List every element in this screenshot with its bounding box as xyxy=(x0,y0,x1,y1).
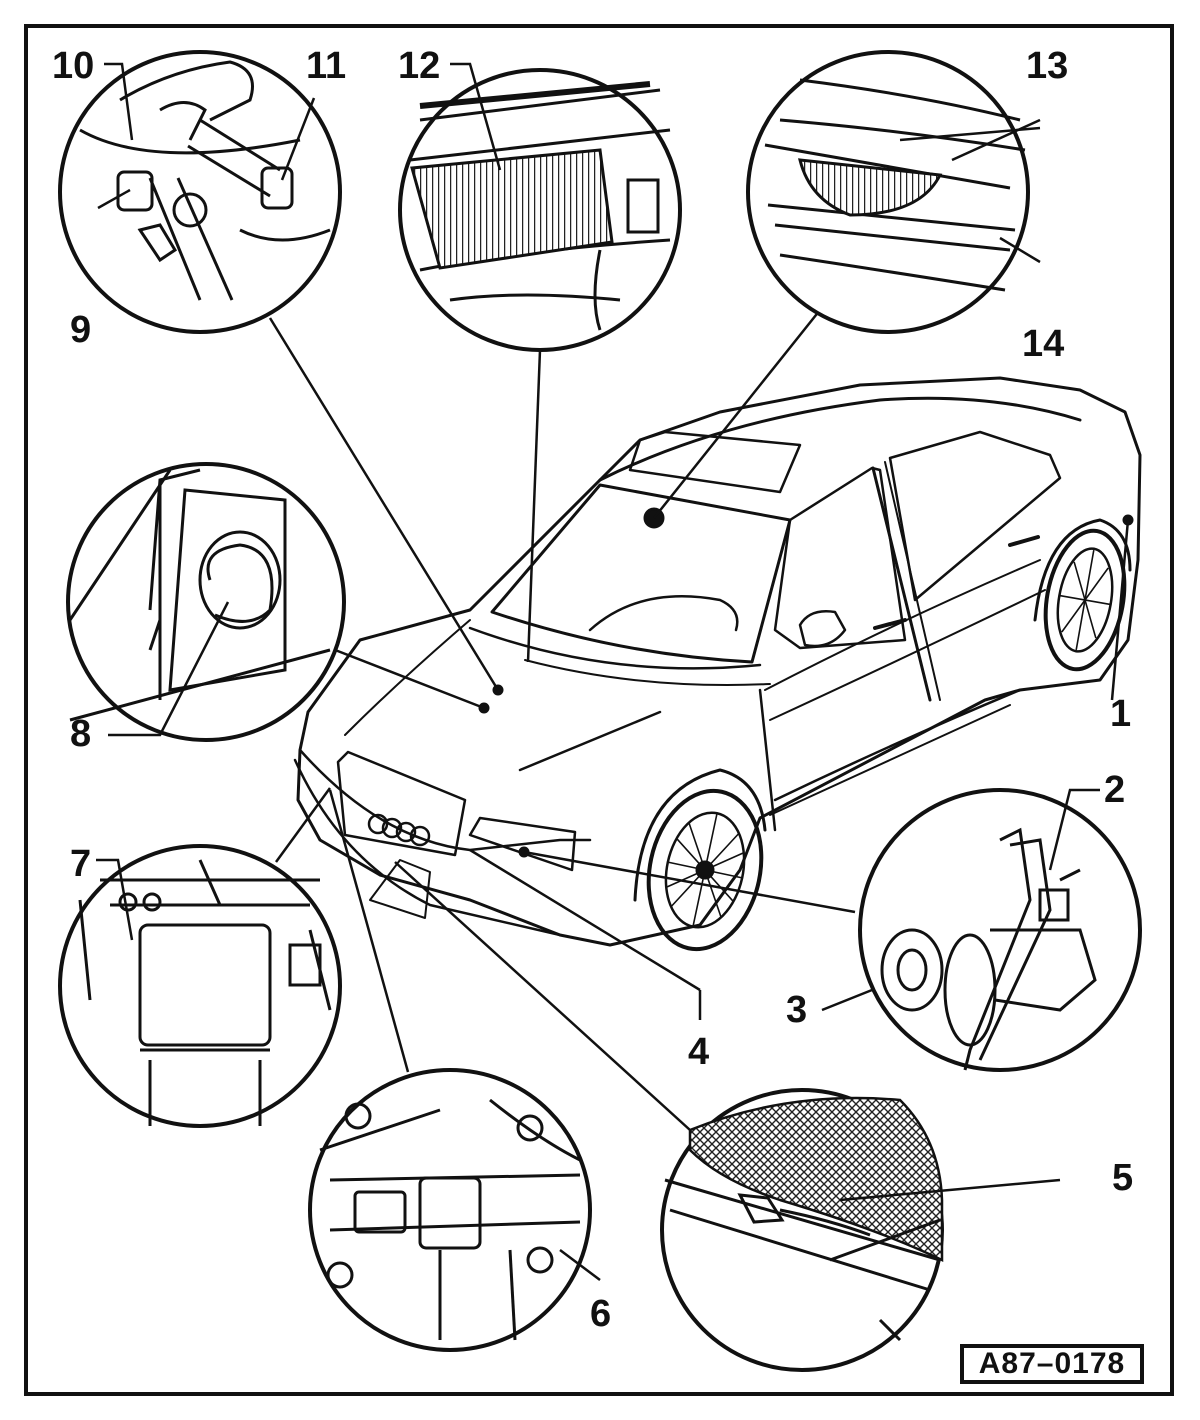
front-wheel xyxy=(646,788,764,952)
rear-wheel xyxy=(1043,528,1127,672)
detail-circle-hood-release xyxy=(58,50,342,334)
detail-circle-washer-reservoir xyxy=(66,462,346,742)
headlight xyxy=(468,816,577,872)
callout-3: 3 xyxy=(786,989,807,1031)
callout-4: 4 xyxy=(688,1031,709,1073)
front-bumper xyxy=(298,748,592,852)
car-roofline xyxy=(598,396,1082,482)
callout-9: 9 xyxy=(70,309,91,351)
side-mirror xyxy=(798,610,847,648)
callout-11: 11 xyxy=(306,45,346,87)
callout-6: 6 xyxy=(590,1293,611,1335)
rear-side-window xyxy=(888,430,1062,602)
reference-code: A87–0178 xyxy=(960,1344,1144,1384)
callout-leaders xyxy=(96,62,1100,1281)
car-illustration xyxy=(293,376,1142,952)
callout-13: 13 xyxy=(1026,45,1068,87)
detail-circle-cabin-filter xyxy=(398,68,682,352)
callouts: 10 11 12 13 9 14 8 1 2 7 3 4 5 6 xyxy=(52,45,1133,1335)
badge-rings xyxy=(367,813,431,847)
car-body-outline xyxy=(296,376,1142,947)
leader-lines xyxy=(268,309,1130,1131)
callout-7: 7 xyxy=(70,843,91,885)
callout-10: 10 xyxy=(52,45,94,87)
grille xyxy=(336,750,467,857)
detail-circle-condenser-connector xyxy=(660,1088,944,1372)
callout-1: 1 xyxy=(1110,693,1131,735)
detail-circle-pressure-switch xyxy=(308,1068,592,1352)
detail-circle-horn xyxy=(858,788,1142,1072)
detail-circle-windshield-sensor xyxy=(746,50,1030,334)
detail-circle-ambient-sensor xyxy=(58,844,342,1128)
sunroof xyxy=(628,430,802,494)
callout-2: 2 xyxy=(1104,769,1125,811)
callout-12: 12 xyxy=(398,45,440,87)
windshield xyxy=(490,483,792,664)
callout-14: 14 xyxy=(1022,323,1064,365)
callout-5: 5 xyxy=(1112,1157,1133,1199)
callout-8: 8 xyxy=(70,713,91,755)
